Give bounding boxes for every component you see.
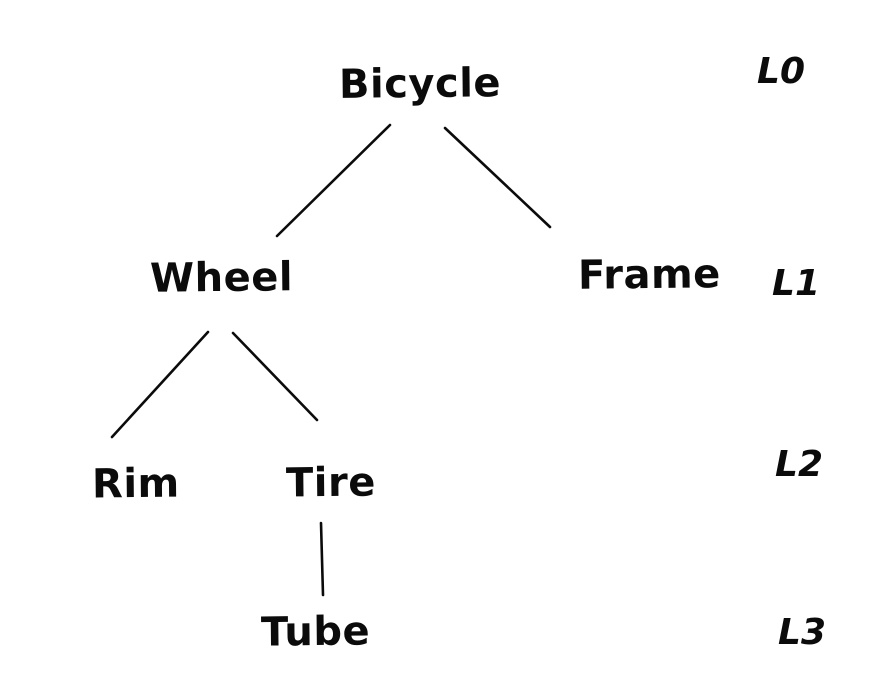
- node-tube: Tube: [260, 608, 371, 656]
- node-bicycle: Bicycle: [338, 60, 502, 108]
- edge-tire-tube: [319, 521, 325, 597]
- edge-bicycle-frame: [443, 126, 552, 229]
- node-frame: Frame: [577, 251, 722, 299]
- node-tire: Tire: [285, 459, 377, 507]
- edge-wheel-rim: [110, 330, 210, 439]
- level-label-l0: L0: [757, 51, 805, 92]
- edge-wheel-tire: [231, 331, 319, 422]
- level-label-l1: L1: [772, 263, 820, 304]
- node-wheel: Wheel: [149, 254, 294, 302]
- node-rim: Rim: [91, 460, 180, 508]
- edge-bicycle-wheel: [275, 123, 392, 238]
- level-label-l3: L3: [778, 612, 826, 653]
- level-label-l2: L2: [775, 444, 823, 485]
